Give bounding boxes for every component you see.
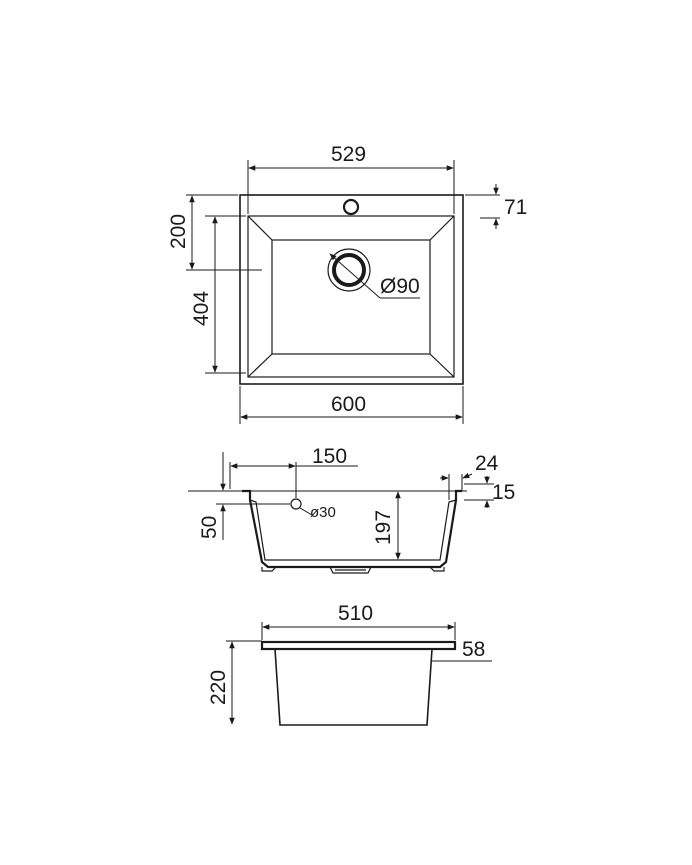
drain-diameter-label: Ø90 [380,275,420,298]
dim-529-label: 529 [331,143,366,166]
dim-24-label: 24 [475,452,499,475]
top-view-inner-outline [247,215,455,378]
dim-220-label: 220 [207,670,230,705]
tap-hole [342,198,360,216]
drain-inner [332,253,366,287]
top-view: Ø90 529 600 71 200 404 [167,143,527,424]
drain-outer [327,248,371,292]
side-foot-left [261,566,277,572]
front-view: 510 220 58 [207,602,492,726]
bevel-line-br [429,353,455,378]
bevel-line-tl [247,215,273,241]
overflow-hole [290,498,302,510]
dim-200-label: 200 [167,214,190,249]
side-view: ø30 150 50 197 24 15 [188,445,515,574]
side-drain-body [329,566,372,574]
top-view-outer-outline [239,194,464,385]
overflow-diameter-label: ø30 [310,504,336,521]
side-bowl-outer [242,489,462,569]
front-body [274,648,433,726]
dim-50-label: 50 [198,516,221,539]
front-rim [260,640,457,651]
dim-15-label: 15 [492,481,515,504]
side-bowl-inner [249,499,457,561]
dim-404-label: 404 [190,291,213,326]
overflow-leader [299,507,313,516]
drain-diameter-line [329,253,381,299]
dim-197-label: 197 [372,510,395,545]
dim-510-label: 510 [338,602,373,625]
side-foot-right [429,566,445,572]
bevel-line-tr [429,215,455,241]
dim-71-label: 71 [504,196,527,219]
dim-24-arrow-right [462,472,473,479]
dim-600-label: 600 [331,393,366,416]
dim-58-label: 58 [462,638,485,661]
bevel-line-bl [247,353,273,378]
bowl-bottom-outline [271,239,431,355]
dim-150-label: 150 [312,445,347,468]
